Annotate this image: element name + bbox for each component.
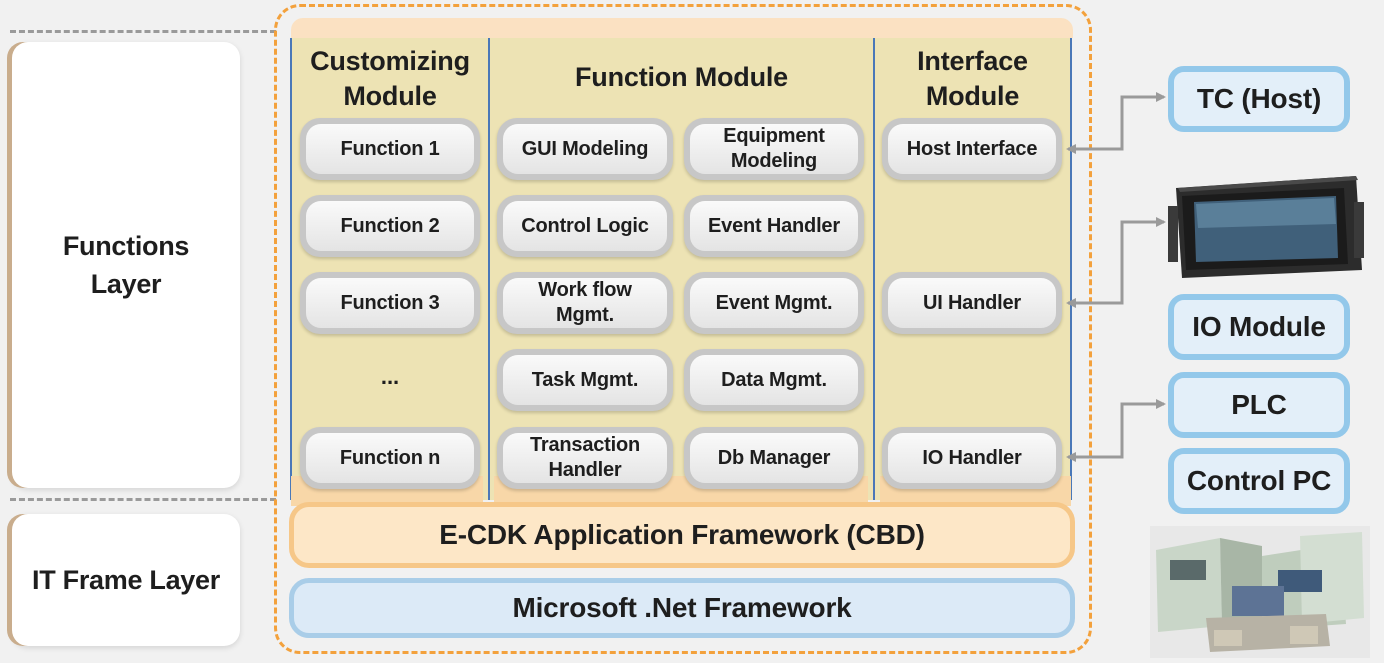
tc-host-label: TC (Host)	[1196, 83, 1322, 114]
event-handler-label: Event Handler	[690, 201, 858, 251]
control-pc-box[interactable]: Control PC	[1168, 448, 1350, 514]
ellipsis-label: ...	[380, 364, 400, 389]
function-n-box[interactable]: Function n	[300, 427, 480, 489]
column-divider-1	[290, 38, 292, 500]
interface-column	[874, 38, 1071, 500]
interface-module-heading: Interface Module	[917, 46, 1028, 111]
top-divider-line	[10, 30, 276, 33]
control-logic-label: Control Logic	[503, 201, 667, 251]
host-interface-box[interactable]: Host Interface	[882, 118, 1062, 180]
plc-label: PLC	[1231, 389, 1287, 420]
function-1-label: Function 1	[306, 124, 474, 174]
transaction-handler-box[interactable]: Transaction Handler	[497, 427, 673, 489]
functions-layer-card: Functions Layer	[12, 42, 240, 488]
column-divider-2	[488, 38, 490, 500]
framework-dashed-border	[274, 4, 1092, 654]
workflow-mgmt-box[interactable]: Work flow Mgmt.	[497, 272, 673, 334]
functions-layer-label: Functions Layer	[62, 231, 190, 299]
it-frame-layer-label: IT Frame Layer	[32, 565, 220, 595]
column-divider-3	[873, 38, 875, 500]
plc-box[interactable]: PLC	[1168, 372, 1350, 438]
control-pc-label: Control PC	[1186, 465, 1332, 496]
function-1-box[interactable]: Function 1	[300, 118, 480, 180]
function-3-box[interactable]: Function 3	[300, 272, 480, 334]
io-handler-box[interactable]: IO Handler	[882, 427, 1062, 489]
ecdk-framework-bar: E-CDK Application Framework (CBD)	[289, 502, 1075, 568]
it-frame-layer-card: IT Frame Layer	[12, 514, 240, 646]
function-module-heading: Function Module	[575, 62, 788, 92]
ui-handler-box[interactable]: UI Handler	[882, 272, 1062, 334]
function-3-label: Function 3	[306, 278, 474, 328]
ecdk-framework-label: E-CDK Application Framework (CBD)	[439, 519, 925, 550]
gui-modeling-label: GUI Modeling	[503, 124, 667, 174]
event-mgmt-label: Event Mgmt.	[690, 278, 858, 328]
layer-divider-line	[10, 498, 276, 501]
equipment-modeling-box[interactable]: Equipment Modeling	[684, 118, 864, 180]
ui-handler-label: UI Handler	[888, 278, 1056, 328]
framework-top-strip	[291, 18, 1073, 38]
host-interface-label: Host Interface	[888, 124, 1056, 174]
customizing-module-heading: Customizing Module	[310, 46, 470, 111]
function-2-label: Function 2	[306, 201, 474, 251]
function-n-label: Function n	[306, 433, 474, 483]
event-handler-box[interactable]: Event Handler	[684, 195, 864, 257]
tc-host-box[interactable]: TC (Host)	[1168, 66, 1350, 132]
host-connector-arrow	[1066, 92, 1166, 154]
db-manager-box[interactable]: Db Manager	[684, 427, 864, 489]
touch-panel-display-icon	[1168, 166, 1368, 286]
io-handler-label: IO Handler	[888, 433, 1056, 483]
function-column	[489, 38, 874, 500]
data-mgmt-label: Data Mgmt.	[690, 355, 858, 405]
equipment-modeling-label: Equipment Modeling	[690, 124, 858, 174]
control-logic-box[interactable]: Control Logic	[497, 195, 673, 257]
workflow-mgmt-label: Work flow Mgmt.	[503, 278, 667, 328]
gui-modeling-box[interactable]: GUI Modeling	[497, 118, 673, 180]
dotnet-framework-label: Microsoft .Net Framework	[512, 592, 852, 623]
equipment-machine-icon	[1150, 526, 1370, 658]
task-mgmt-label: Task Mgmt.	[503, 355, 667, 405]
dotnet-framework-bar: Microsoft .Net Framework	[289, 578, 1075, 638]
transaction-handler-label: Transaction Handler	[503, 433, 667, 483]
function-2-box[interactable]: Function 2	[300, 195, 480, 257]
io-module-box[interactable]: IO Module	[1168, 294, 1350, 360]
ui-connector-arrow	[1066, 217, 1166, 308]
data-mgmt-box[interactable]: Data Mgmt.	[684, 349, 864, 411]
task-mgmt-box[interactable]: Task Mgmt.	[497, 349, 673, 411]
io-module-label: IO Module	[1192, 311, 1326, 342]
customizing-column	[291, 38, 489, 500]
event-mgmt-box[interactable]: Event Mgmt.	[684, 272, 864, 334]
io-connector-arrow	[1066, 399, 1166, 462]
db-manager-label: Db Manager	[690, 433, 858, 483]
